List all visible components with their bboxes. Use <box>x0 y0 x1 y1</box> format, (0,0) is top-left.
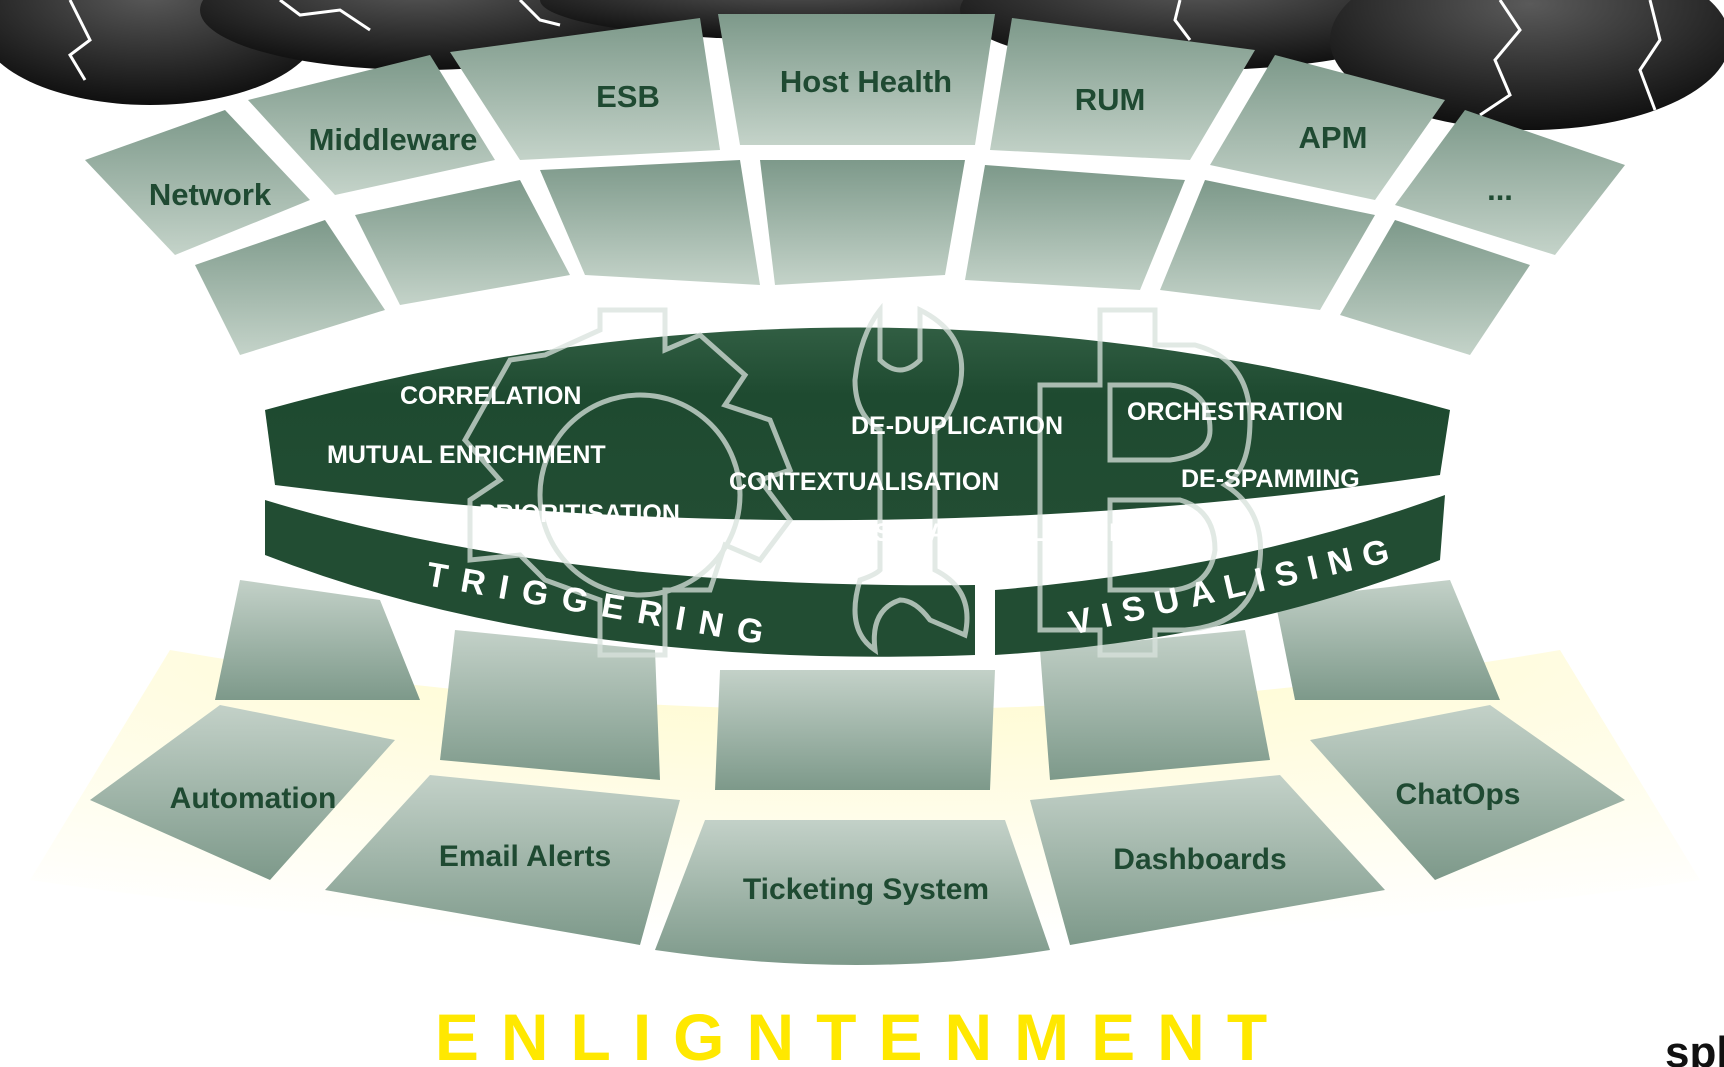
function-label-de-duplication: DE-DUPLICATION <box>851 412 1063 440</box>
visualising-band <box>995 495 1445 655</box>
bitcoin-icon <box>1037 307 1264 658</box>
output-tiles <box>90 580 1625 965</box>
gear-icon <box>461 307 794 658</box>
brand-fragment: spl <box>1665 1028 1724 1067</box>
output-label-ticketing-system: Ticketing System <box>743 873 989 906</box>
output-label-automation: Automation <box>170 782 337 815</box>
output-labels: Automation Email Alerts Ticketing System… <box>170 778 1521 906</box>
source-label-more: ... <box>1487 172 1513 207</box>
function-label-orchestration: ORCHESTRATION <box>1127 398 1343 426</box>
processing-band <box>265 327 1450 521</box>
source-label-apm: APM <box>1299 120 1368 155</box>
wrench-icon <box>852 302 970 656</box>
source-label-esb: ESB <box>596 79 660 114</box>
function-labels: CORRELATION MUTUAL ENRICHMENT PRIORITISA… <box>327 382 1360 547</box>
function-label-semantic-alignment: SEMANTIC ALIGNMENT <box>874 519 1159 547</box>
function-label-mutual-enrichment: MUTUAL ENRICHMENT <box>327 441 606 469</box>
source-labels: Network Middleware ESB Host Health RUM A… <box>149 64 1513 212</box>
function-label-contextualisation: CONTEXTUALISATION <box>729 468 999 496</box>
function-label-de-spamming: DE-SPAMMING <box>1181 465 1360 493</box>
output-label-chatops: ChatOps <box>1395 778 1520 811</box>
output-label-dashboards: Dashboards <box>1113 843 1286 876</box>
enlightenment-title: ENLIGNTENMENT <box>435 1000 1289 1067</box>
function-label-correlation: CORRELATION <box>400 382 581 410</box>
input-tiles <box>85 14 1625 355</box>
source-label-host-health: Host Health <box>780 64 952 99</box>
lightning-bolts <box>68 0 1662 117</box>
source-label-rum: RUM <box>1075 82 1146 117</box>
triggering-band <box>265 500 975 657</box>
source-label-middleware: Middleware <box>309 122 478 157</box>
output-label-email-alerts: Email Alerts <box>439 840 611 873</box>
source-label-network: Network <box>149 177 272 212</box>
function-label-prioritisation: PRIORITISATION <box>479 500 680 528</box>
